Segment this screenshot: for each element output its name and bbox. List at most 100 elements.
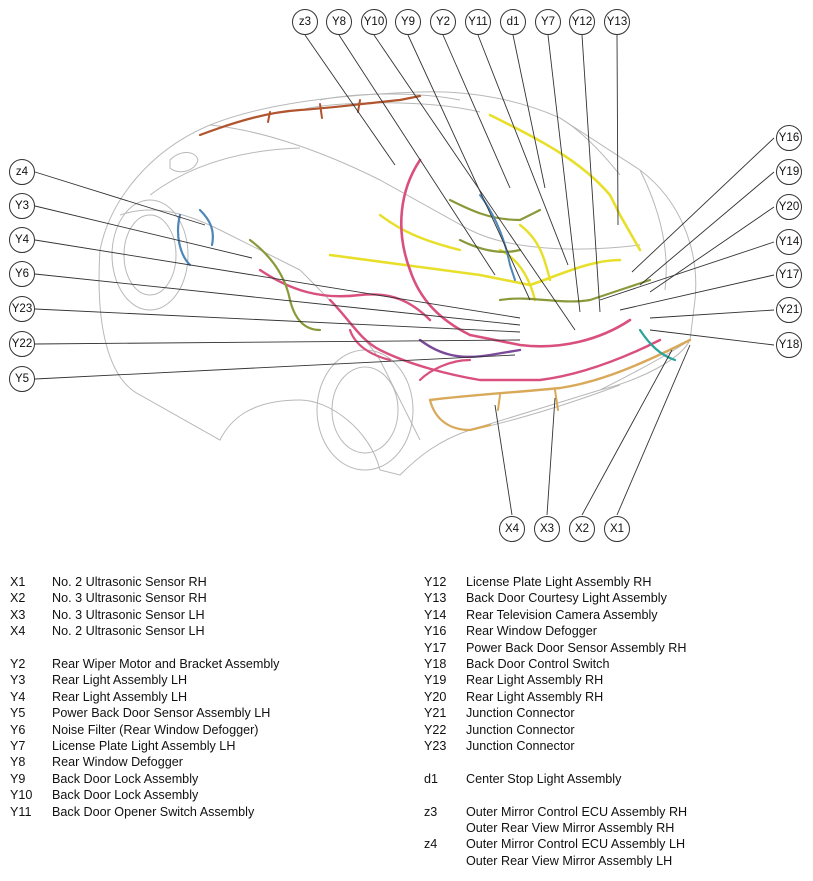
callout-y8: Y8 [332, 16, 346, 28]
legend-name: No. 2 Ultrasonic Sensor LH [52, 624, 205, 639]
legend-name: Rear Window Defogger [466, 624, 597, 639]
legend-code: Y6 [10, 722, 26, 737]
bottom-callouts [499, 516, 630, 542]
legend-code: Y18 [424, 657, 447, 672]
legend-name: Junction Connector [466, 706, 575, 721]
legend-code: z4 [424, 837, 438, 852]
legend-row: Y6 Noise Filter (Rear Window Defogger) [10, 722, 400, 738]
legend-code: Y13 [424, 591, 447, 606]
callout-y19: Y19 [779, 166, 799, 178]
legend-name: Power Back Door Sensor Assembly RH [466, 640, 687, 655]
callout-y17: Y17 [779, 269, 799, 281]
callout-x4: X4 [505, 523, 520, 535]
callout-y13: Y13 [607, 16, 627, 28]
legend-name: Power Back Door Sensor Assembly LH [52, 706, 271, 721]
right-callouts [776, 125, 802, 358]
legend-name: Rear Window Defogger [52, 755, 183, 770]
callout-y12: Y12 [572, 16, 592, 28]
legend-row: X1 No. 2 Ultrasonic Sensor RH [10, 574, 400, 590]
legend-code: Y5 [10, 706, 26, 721]
callout-y7: Y7 [541, 16, 555, 28]
legend-name: Back Door Lock Assembly [52, 788, 199, 803]
legend-code: Y10 [10, 788, 33, 803]
left-callouts [9, 159, 35, 392]
legend-name: Back Door Control Switch [466, 657, 610, 672]
legend-code: d1 [424, 771, 439, 786]
legend-row: X2 No. 3 Ultrasonic Sensor RH [10, 590, 400, 606]
callout-leaders [34, 34, 775, 516]
callout-y6: Y6 [15, 268, 29, 280]
callout-x1: X1 [610, 523, 624, 535]
legend-gap [424, 787, 809, 803]
legend-row: Y18 Back Door Control Switch [424, 656, 809, 672]
callout-y16: Y16 [779, 132, 799, 144]
legend-name: Rear Light Assembly RH [466, 673, 604, 688]
legend-name: No. 3 Ultrasonic Sensor LH [52, 607, 205, 622]
callout-y11: Y11 [468, 16, 488, 28]
legend-gap [424, 754, 809, 770]
legend-code: Y11 [10, 804, 32, 819]
legend-row: Y5 Power Back Door Sensor Assembly LH [10, 705, 400, 721]
car-outline [98, 91, 697, 476]
legend-row: z4 Outer Mirror Control ECU Assembly LH [424, 836, 809, 852]
legend-code [424, 853, 466, 869]
callout-y23: Y23 [12, 303, 32, 315]
legend-code: Y7 [10, 739, 26, 754]
legend-code: Y2 [10, 657, 26, 672]
legend-row: Outer Rear View Mirror Assembly LH [424, 853, 809, 869]
callout-y2: Y2 [436, 16, 450, 28]
legend-row: d1 Center Stop Light Assembly [424, 771, 809, 787]
harness-wiring [176, 94, 692, 432]
legend-name: Center Stop Light Assembly [466, 771, 622, 786]
legend-name: Junction Connector [466, 739, 575, 754]
callout-y20: Y20 [779, 201, 799, 213]
legend-name: Noise Filter (Rear Window Defogger) [52, 722, 259, 737]
legend-row: X4 No. 2 Ultrasonic Sensor LH [10, 623, 400, 639]
legend-name: Back Door Lock Assembly [52, 771, 199, 786]
legend-code: X2 [10, 591, 26, 606]
legend-row: Outer Rear View Mirror Assembly RH [424, 820, 809, 836]
callout-y22: Y22 [12, 338, 32, 350]
callout-y9: Y9 [401, 16, 415, 28]
callout-x3: X3 [540, 523, 554, 535]
legend-row: Y16 Rear Window Defogger [424, 623, 809, 639]
legend-code: X4 [10, 624, 26, 639]
callout-y3: Y3 [15, 200, 29, 212]
top-callouts [292, 9, 630, 35]
callout-y21: Y21 [779, 304, 799, 316]
callout-z3: z3 [299, 16, 311, 28]
legend-gap [10, 640, 400, 656]
legend-name: Junction Connector [466, 722, 575, 737]
legend-code: z3 [424, 804, 438, 819]
legend-name: Rear Light Assembly LH [52, 673, 188, 688]
harness-diagram: z3 Y8 Y10 Y9 Y2 Y11 d1 Y7 Y12 Y13 z4 Y3 … [9, 9, 802, 542]
legend-name: No. 3 Ultrasonic Sensor RH [52, 591, 207, 606]
legend-code [424, 820, 466, 836]
legend-name: No. 2 Ultrasonic Sensor RH [52, 575, 207, 589]
legend-name: Back Door Courtesy Light Assembly [466, 591, 667, 606]
legend-name: Outer Rear View Mirror Assembly LH [466, 853, 673, 868]
legend-name: Outer Mirror Control ECU Assembly LH [466, 837, 686, 852]
legend-name: Back Door Opener Switch Assembly [52, 804, 255, 819]
legend-code: Y16 [424, 624, 447, 639]
callout-z4: z4 [16, 166, 29, 178]
legend-code: X1 [10, 575, 26, 589]
callout-y4: Y4 [15, 234, 30, 246]
legend-code: Y4 [10, 689, 26, 704]
callout-x2: X2 [575, 523, 589, 535]
legend-code: X3 [10, 607, 26, 622]
legend-code: Y8 [10, 755, 26, 770]
legend-code: Y14 [424, 607, 447, 622]
